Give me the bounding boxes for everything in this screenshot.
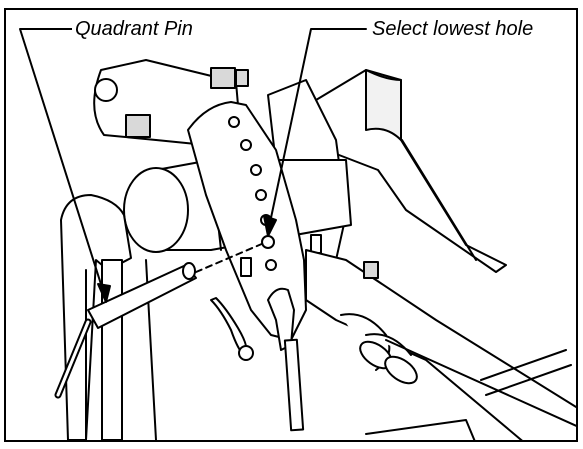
top-bolt [210, 67, 236, 89]
plate-stud [310, 234, 322, 254]
hitch-illustration [19, 28, 576, 440]
lowest-hole [261, 235, 275, 249]
top-link-body [305, 249, 576, 440]
illustration-frame: Quadrant Pin Select lowest hole [4, 8, 578, 442]
callout-quadrant-pin: Quadrant Pin [72, 18, 196, 40]
link-tube [385, 339, 576, 427]
right-arm [315, 69, 507, 273]
quadrant-pin-leader [19, 28, 107, 301]
plate-hole [240, 139, 252, 151]
lowest-hole-leader [267, 28, 367, 233]
callout-lowest-hole: Select lowest hole [369, 18, 537, 40]
lowest-hole-arrowhead [263, 215, 277, 237]
rear-plate-hole [94, 78, 118, 102]
pin-path [195, 242, 265, 273]
plate-hole [250, 164, 262, 176]
quadrant-pin [87, 264, 197, 329]
rear-bolt-head [125, 114, 151, 138]
quadrant-plate [187, 101, 307, 341]
plate-hole [265, 259, 277, 271]
hairpin-clip [210, 297, 248, 356]
plate-hole [255, 189, 267, 201]
nut-right [363, 261, 379, 279]
plate-stud [240, 257, 252, 277]
right-arm-face [365, 69, 402, 141]
top-nut [235, 69, 249, 87]
quadrant-pin-arrowhead [97, 283, 111, 303]
plate-hole [228, 116, 240, 128]
link-pin [283, 338, 305, 432]
tube-end [123, 167, 189, 253]
